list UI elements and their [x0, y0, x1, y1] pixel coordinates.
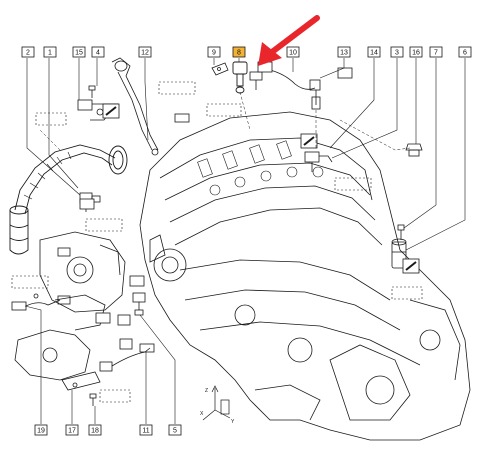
sensor-6: [391, 238, 407, 269]
callout-number-2: 2: [26, 50, 30, 57]
intake-hose: [9, 144, 128, 255]
callout-3: 3: [390, 46, 404, 58]
callout-box-16: [409, 46, 423, 58]
callout-number-15: 15: [75, 50, 83, 57]
spec-tags: [79, 61, 353, 350]
sensor-5: [132, 292, 146, 316]
callout-6: 6: [458, 46, 472, 58]
sensor-3: [304, 151, 333, 172]
callout-5: 5: [168, 424, 182, 436]
callout-box-12: [138, 46, 152, 58]
axis-label-y: Y: [231, 419, 235, 425]
callout-box-6: [458, 46, 472, 58]
callout-number-19: 19: [37, 428, 45, 435]
callout-19: 19: [34, 424, 48, 436]
callout-9: 9: [207, 46, 221, 58]
egr-valve-assembly: [39, 231, 126, 313]
callout-17: 17: [65, 424, 79, 436]
callout-box-15: [72, 46, 86, 58]
pointer-arrow-icon: [258, 15, 320, 66]
callout-box-4: [91, 46, 105, 58]
callout-number-12: 12: [141, 50, 149, 57]
connector-clip: [249, 71, 263, 90]
callout-box-11: [139, 424, 153, 436]
callout-11: 11: [139, 424, 153, 436]
bracket-9: [211, 62, 229, 76]
callout-number-3: 3: [395, 50, 399, 57]
harness-sensor-11: [99, 343, 155, 372]
callout-8: 8: [232, 46, 246, 58]
callout-box-5: [168, 424, 182, 436]
axis-indicator: [202, 385, 231, 421]
callout-number-6: 6: [463, 50, 467, 57]
axis-label-z: Z: [205, 388, 208, 394]
callout-10: 10: [286, 46, 300, 58]
pressure-sensor-8: [232, 61, 248, 94]
callout-box-13: [337, 46, 351, 58]
callout-box-1: [43, 46, 57, 58]
callout-14: 14: [367, 46, 381, 58]
lower-left-bracket: [14, 294, 106, 381]
probe-sensor-12: [111, 57, 159, 156]
callout-1: 1: [43, 46, 57, 58]
callout-box-17: [65, 424, 79, 436]
harness-sensor-19: [11, 293, 71, 311]
callout-number-8: 8: [237, 50, 241, 57]
bolt-4: [88, 85, 96, 98]
callout-15: 15: [72, 46, 86, 58]
callout-box-10: [286, 46, 300, 58]
axis-label-x: X: [200, 411, 204, 417]
plug-16: [405, 143, 423, 157]
bolt-18: [89, 393, 97, 406]
callout-box-7: [429, 46, 443, 58]
callout-box-19: [34, 424, 48, 436]
callout-16: 16: [409, 46, 423, 58]
callout-number-7: 7: [434, 50, 438, 57]
callout-box-18: [88, 424, 102, 436]
callout-number-13: 13: [340, 50, 348, 57]
callout-7: 7: [429, 46, 443, 58]
callout-number-16: 16: [412, 50, 420, 57]
callout-4: 4: [91, 46, 105, 58]
callout-18: 18: [88, 424, 102, 436]
callout-number-18: 18: [91, 428, 99, 435]
callout-number-11: 11: [142, 428, 149, 435]
dashed-guides: [39, 91, 411, 151]
leader-lines: [24, 58, 466, 424]
temp-sensor-10: [269, 69, 321, 110]
callout-number-9: 9: [212, 50, 216, 57]
callout-13: 13: [337, 46, 351, 58]
callout-number-10: 10: [289, 50, 297, 57]
callout-2: 2: [21, 46, 35, 58]
callout-box-9: [207, 46, 221, 58]
bracket-17: [61, 371, 101, 391]
callout-number-5: 5: [173, 428, 177, 435]
callout-number-17: 17: [68, 428, 76, 435]
callout-box-8: [232, 46, 246, 58]
engine-block: [139, 111, 471, 441]
callout-number-14: 14: [370, 50, 378, 57]
callout-box-2: [21, 46, 35, 58]
callout-number-1: 1: [48, 50, 52, 57]
reference-boxes: [11, 81, 423, 403]
torque-wrench-icon: [102, 103, 420, 274]
callout-box-14: [367, 46, 381, 58]
bolt-7: [397, 224, 405, 240]
callout-box-3: [390, 46, 404, 58]
callout-12: 12: [138, 46, 152, 58]
callout-number-4: 4: [96, 50, 100, 57]
